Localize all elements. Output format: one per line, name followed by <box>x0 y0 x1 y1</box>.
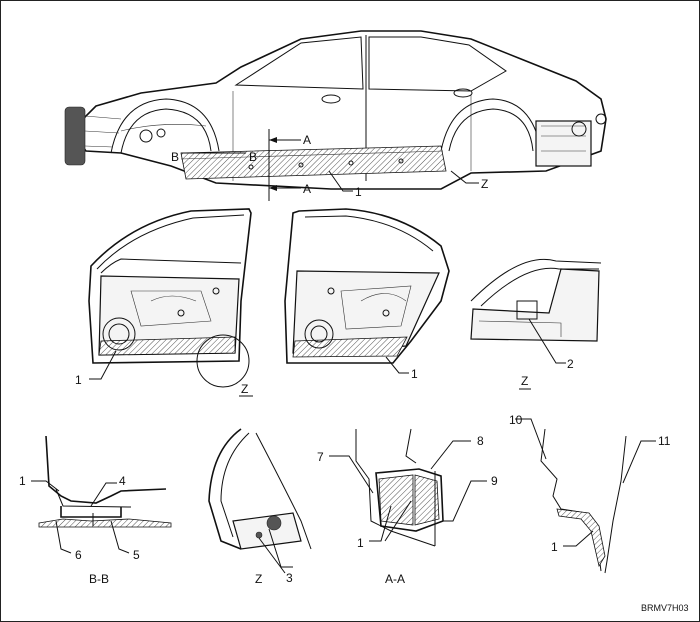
section-right-pillar: 10 11 1 <box>509 413 671 574</box>
label-section-a-bottom: A <box>303 182 311 196</box>
callout-9: 9 <box>491 474 498 488</box>
label-view-z-detail: Z <box>521 374 528 388</box>
label-section-b-left: B <box>171 150 179 164</box>
label-view-z-door: Z <box>241 382 248 396</box>
callout-1-rear-door: 1 <box>411 367 418 381</box>
callout-4: 4 <box>119 474 126 488</box>
label-section-b-right: B <box>249 150 257 164</box>
label-view-z-car: Z <box>481 177 488 191</box>
label-section-a-top: A <box>303 133 311 147</box>
callout-1-car: 1 <box>355 185 362 199</box>
callout-11: 11 <box>658 434 671 448</box>
front-door: Z 1 <box>75 208 253 397</box>
caption-bb: B-B <box>89 572 109 586</box>
callout-6: 6 <box>75 548 82 562</box>
callout-5: 5 <box>133 548 140 562</box>
callout-1-front-door: 1 <box>75 373 82 387</box>
callout-1-aa: 1 <box>357 536 364 550</box>
car-side-view: A A B B 1 Z <box>64 30 607 201</box>
figure-code: BRMV7H03 <box>641 603 689 613</box>
callout-7: 7 <box>317 450 324 464</box>
callout-1-pillar: 1 <box>551 540 558 554</box>
callout-8: 8 <box>477 434 484 448</box>
callout-2: 2 <box>567 357 574 371</box>
callout-1-bb: 1 <box>19 474 26 488</box>
detail-circle-z <box>196 334 250 388</box>
label-view-z-arch: Z <box>255 572 262 586</box>
callout-3: 3 <box>286 571 293 585</box>
caption-aa: A-A <box>385 572 405 586</box>
section-aa: 7 8 9 1 A-A <box>317 428 498 586</box>
detail-view-z-top: 2 Z <box>470 258 602 390</box>
callout-10: 10 <box>509 413 523 427</box>
rear-door: 1 <box>284 208 450 381</box>
view-z-wheel-arch: 3 Z <box>208 428 312 586</box>
section-bb: 1 4 6 5 B-B <box>19 435 172 586</box>
